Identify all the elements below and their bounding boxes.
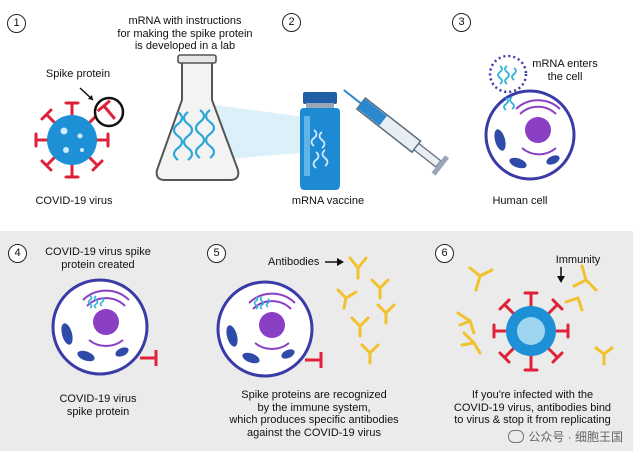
virus-icon bbox=[492, 291, 570, 372]
antibody-icon bbox=[456, 264, 614, 366]
watermark-text: 公众号 · 细胞王国 bbox=[528, 430, 623, 444]
step-6-number: 6 bbox=[435, 244, 454, 263]
step-2-caption: mRNA vaccine bbox=[291, 195, 365, 207]
cell-icon bbox=[51, 278, 149, 376]
step-5-caption: Spike proteins are recognized by the imm… bbox=[214, 389, 414, 439]
cell-icon bbox=[484, 54, 576, 181]
step-4-heading: COVID-19 virus spike protein created bbox=[38, 246, 158, 271]
step-6-caption-line: to virus & stop it from replicating bbox=[454, 414, 611, 426]
step-6-caption: If you're infected with the COVID-19 vir… bbox=[435, 389, 630, 427]
wechat-icon bbox=[508, 430, 525, 443]
watermark: 公众号 · 细胞王国 bbox=[508, 428, 623, 445]
step-4-caption-line: COVID-19 virus bbox=[59, 393, 137, 405]
step-6-caption-line: If you're infected with the bbox=[471, 389, 594, 401]
step-1-caption: COVID-19 virus bbox=[35, 195, 113, 207]
step-5-caption-line: against the COVID-19 virus bbox=[247, 426, 381, 439]
arrow-icon bbox=[325, 258, 344, 266]
light-beam bbox=[215, 105, 312, 160]
step-5-callout: Antibodies bbox=[268, 256, 320, 268]
vial-icon bbox=[300, 92, 340, 190]
step-5-caption-line: Spike proteins are recognized bbox=[241, 389, 387, 401]
step-2-heading-line: mRNA with instructions bbox=[128, 15, 242, 27]
step-2-number: 2 bbox=[282, 13, 301, 32]
step-4-heading-line: COVID-19 virus spike bbox=[45, 246, 151, 258]
spike-protein-icon bbox=[140, 350, 158, 366]
cell-icon bbox=[216, 280, 314, 378]
syringe-icon bbox=[343, 89, 450, 176]
step-3-callout-line: mRNA enters bbox=[532, 58, 598, 70]
step-6-callout: Immunity bbox=[555, 254, 601, 266]
antibody-icon bbox=[336, 256, 396, 365]
flask-icon bbox=[155, 54, 240, 181]
step-3-number: 3 bbox=[452, 13, 471, 32]
step-1-callout: Spike protein bbox=[45, 68, 111, 80]
step-4-caption-line: spike protein bbox=[66, 405, 130, 418]
arrow-icon bbox=[557, 267, 565, 283]
step-6-caption-line: COVID-19 virus, antibodies bind bbox=[453, 401, 612, 414]
step-3-caption: Human cell bbox=[492, 195, 548, 207]
step-3-callout: mRNA enters the cell bbox=[530, 58, 600, 83]
virus-icon bbox=[34, 101, 110, 179]
step-2-heading-line: is developed in a lab bbox=[134, 40, 236, 52]
step-5-caption-line: which produces specific antibodies bbox=[229, 414, 399, 426]
step-4-caption: COVID-19 virus spike protein bbox=[48, 393, 148, 418]
spike-protein-icon bbox=[79, 87, 125, 128]
step-5-caption-line: by the immune system, bbox=[257, 401, 371, 414]
step-1-number: 1 bbox=[7, 14, 26, 33]
step-4-number: 4 bbox=[8, 244, 27, 263]
step-5-number: 5 bbox=[207, 244, 226, 263]
step-2-heading: mRNA with instructions for making the sp… bbox=[95, 15, 275, 53]
step-3-callout-line: the cell bbox=[547, 70, 583, 83]
step-4-heading-line: protein created bbox=[61, 258, 135, 271]
spike-protein-icon bbox=[305, 352, 323, 368]
step-2-heading-line: for making the spike protein bbox=[117, 27, 253, 40]
